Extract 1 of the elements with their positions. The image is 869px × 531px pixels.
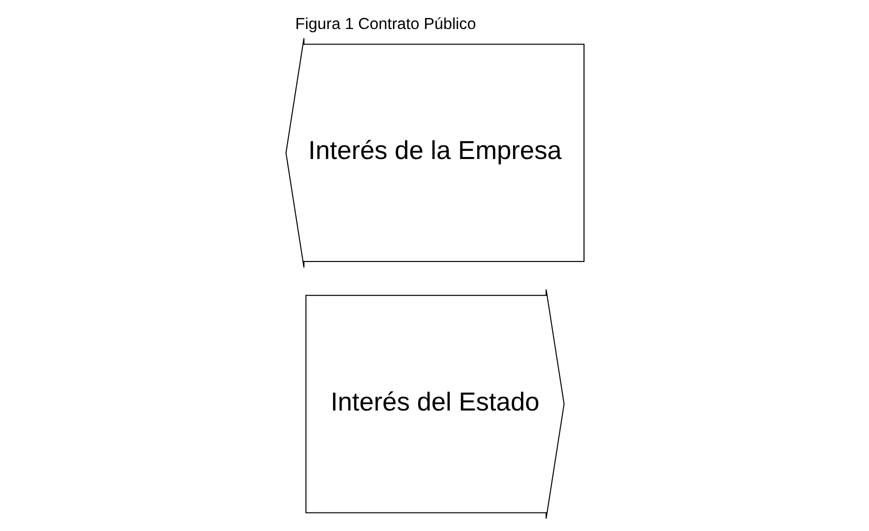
- diagram-title: Figura 1 Contrato Público: [294, 16, 476, 34]
